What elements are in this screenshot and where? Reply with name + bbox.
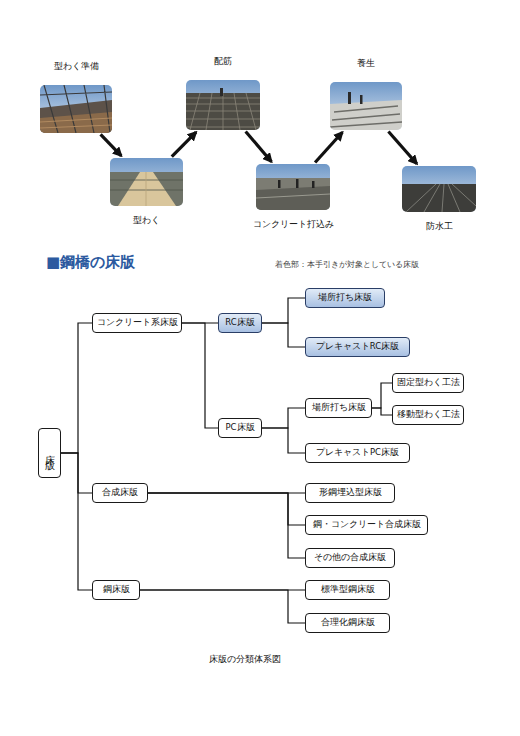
site-photo bbox=[402, 166, 476, 212]
tree-connector bbox=[140, 590, 305, 623]
site-photo bbox=[40, 85, 112, 133]
tree-connector bbox=[262, 428, 305, 453]
flow-arrow bbox=[246, 132, 272, 162]
category-box: 床版 bbox=[38, 428, 61, 478]
figure-caption: 床版の分類体系図 bbox=[0, 653, 490, 666]
photo-step: 防水工 bbox=[402, 166, 476, 212]
site-photo bbox=[256, 164, 330, 210]
box-label: プレキャストRC床版 bbox=[316, 342, 399, 351]
box-label: RC床版 bbox=[225, 318, 254, 327]
flow-arrow bbox=[388, 132, 416, 164]
flow-arrow bbox=[172, 132, 196, 156]
box-label: 形鋼埋込型床版 bbox=[319, 488, 382, 497]
box-label: 移動型わく工法 bbox=[397, 410, 460, 419]
category-box: 形鋼埋込型床版 bbox=[305, 483, 395, 503]
step-label: 型わく準備 bbox=[54, 60, 99, 73]
step-label: 防水工 bbox=[426, 220, 453, 233]
site-photo bbox=[186, 80, 260, 130]
photo-step: 配筋 bbox=[186, 80, 260, 130]
category-box: 場所打ち床版 bbox=[305, 398, 372, 418]
tree-connector bbox=[262, 323, 305, 347]
category-box: プレキャストRC床版 bbox=[305, 337, 410, 357]
step-label: 型わく bbox=[133, 214, 160, 227]
category-box: RC床版 bbox=[218, 313, 262, 333]
box-label: プレキャストPC床版 bbox=[316, 448, 399, 457]
photo-step: 型わく bbox=[110, 158, 183, 206]
site-photo bbox=[330, 82, 402, 130]
category-box: コンクリート系床版 bbox=[92, 313, 182, 333]
box-label: PC床版 bbox=[225, 423, 254, 432]
category-box: 場所打ち床版 bbox=[305, 288, 385, 308]
tree-connector bbox=[262, 408, 305, 428]
category-box: プレキャストPC床版 bbox=[305, 443, 410, 463]
box-label: 場所打ち床版 bbox=[318, 293, 372, 302]
photo-step: 養生 bbox=[330, 82, 402, 130]
tree-connector bbox=[148, 493, 305, 558]
tree-connector bbox=[61, 453, 92, 493]
site-photo bbox=[110, 158, 183, 206]
tree-connector bbox=[61, 453, 92, 590]
box-label: 場所打ち床版 bbox=[312, 403, 366, 412]
box-label: 標準型鋼床版 bbox=[321, 585, 375, 594]
tree-connector bbox=[262, 298, 305, 323]
tree-connector bbox=[61, 323, 92, 453]
category-box: その他の合成床版 bbox=[305, 548, 395, 568]
category-box: 鋼・コンクリート合成床版 bbox=[305, 515, 428, 535]
box-label: 合理化鋼床版 bbox=[321, 618, 375, 627]
tree-connector bbox=[372, 383, 392, 408]
category-box: 移動型わく工法 bbox=[392, 405, 464, 425]
step-label: 養生 bbox=[357, 57, 375, 70]
category-box: 鋼床版 bbox=[92, 580, 140, 600]
category-box: 標準型鋼床版 bbox=[305, 580, 390, 600]
category-box: 合成床版 bbox=[92, 483, 148, 503]
box-label: 鋼床版 bbox=[103, 585, 130, 594]
flow-arrow bbox=[315, 132, 342, 162]
flow-arrow bbox=[101, 134, 122, 155]
tree-connector bbox=[182, 323, 218, 428]
tree-connector bbox=[148, 493, 305, 525]
box-label: 合成床版 bbox=[102, 488, 138, 497]
box-label: コンクリート系床版 bbox=[97, 318, 178, 327]
box-label: 鋼・コンクリート合成床版 bbox=[313, 520, 421, 529]
box-label: 床版 bbox=[44, 447, 55, 459]
step-label: コンクリート打込み bbox=[253, 218, 334, 231]
box-label: 固定型わく工法 bbox=[397, 378, 460, 387]
step-label: 配筋 bbox=[214, 55, 232, 68]
section-title: ■鋼橋の床版 bbox=[46, 253, 135, 272]
tree-connector bbox=[372, 408, 392, 415]
category-box: PC床版 bbox=[218, 418, 262, 438]
box-label: その他の合成床版 bbox=[314, 553, 386, 562]
category-box: 固定型わく工法 bbox=[392, 373, 464, 393]
photo-step: 型わく準備 bbox=[40, 85, 112, 133]
note-text: 着色部：本手引きが対象としている床版 bbox=[275, 259, 419, 270]
category-box: 合理化鋼床版 bbox=[305, 613, 390, 633]
photo-step: コンクリート打込み bbox=[256, 164, 330, 210]
